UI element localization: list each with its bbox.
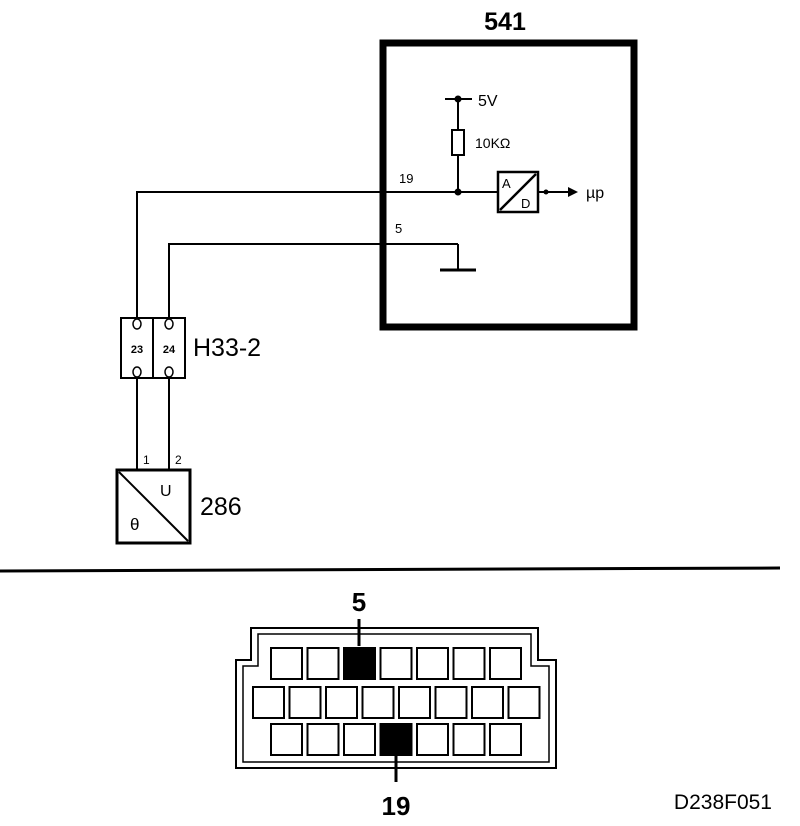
plug-pin [416, 647, 449, 680]
plug-pin [270, 723, 303, 756]
plug-pin [343, 723, 376, 756]
plug-pin [252, 686, 285, 719]
plug-pin [325, 686, 358, 719]
supply-voltage-label: 5V [478, 93, 498, 110]
plug-pin-used [379, 723, 413, 756]
plug-pin [452, 723, 486, 756]
plug-pin [452, 647, 486, 680]
intermediate-connector [120, 317, 186, 379]
adc-input-letter: A [502, 176, 511, 191]
figure-code: D238F051 [674, 791, 772, 814]
plug-pin [507, 686, 541, 719]
temperature-sensor [115, 468, 192, 545]
signal-wire [136, 191, 498, 318]
sensor-id-label: 286 [200, 493, 242, 521]
sensor-input-symbol: θ [130, 515, 139, 534]
resistor-value-label: 10KΩ [475, 135, 510, 151]
ground-wire [168, 243, 458, 318]
plug-pin [416, 723, 449, 756]
adc-output-arrow [538, 187, 578, 197]
plug-pin [489, 723, 522, 756]
connector-pin-23-label: 23 [131, 344, 143, 356]
plug-pin [306, 647, 340, 680]
plug-pin [361, 686, 395, 719]
plug-pin [471, 686, 504, 719]
plug-pin-5-label: 5 [352, 587, 366, 617]
plug-pin [379, 647, 413, 680]
plug-pin [306, 723, 340, 756]
section-divider [0, 566, 781, 573]
ground-symbol [440, 244, 476, 272]
plug-pin-grid [252, 647, 541, 756]
plug-pin [288, 686, 322, 719]
adc-converter [496, 170, 540, 214]
ecu-pin-5-label: 5 [395, 221, 402, 236]
connector-id-label: H33-2 [193, 334, 261, 362]
ecu-box [379, 39, 638, 331]
ecu-id-label: 541 [484, 8, 526, 36]
sensor-pin-2-label: 2 [175, 453, 182, 467]
plug-pin [489, 647, 522, 680]
plug-pin-19-label: 19 [382, 791, 411, 821]
plug-pin-used [343, 647, 376, 680]
plug-pin [398, 686, 431, 719]
connector-pin-24-label: 24 [163, 344, 176, 356]
ecu-pin-19-label: 19 [399, 171, 413, 186]
plug-pin [270, 647, 303, 680]
microprocessor-label: µp [586, 185, 604, 202]
adc-output-letter: D [521, 196, 530, 211]
pullup-resistor [451, 129, 465, 156]
sensor-pin-1-label: 1 [143, 453, 150, 467]
supply-node [445, 95, 472, 130]
sensor-output-symbol: U [160, 483, 172, 500]
plug-pin [434, 686, 468, 719]
